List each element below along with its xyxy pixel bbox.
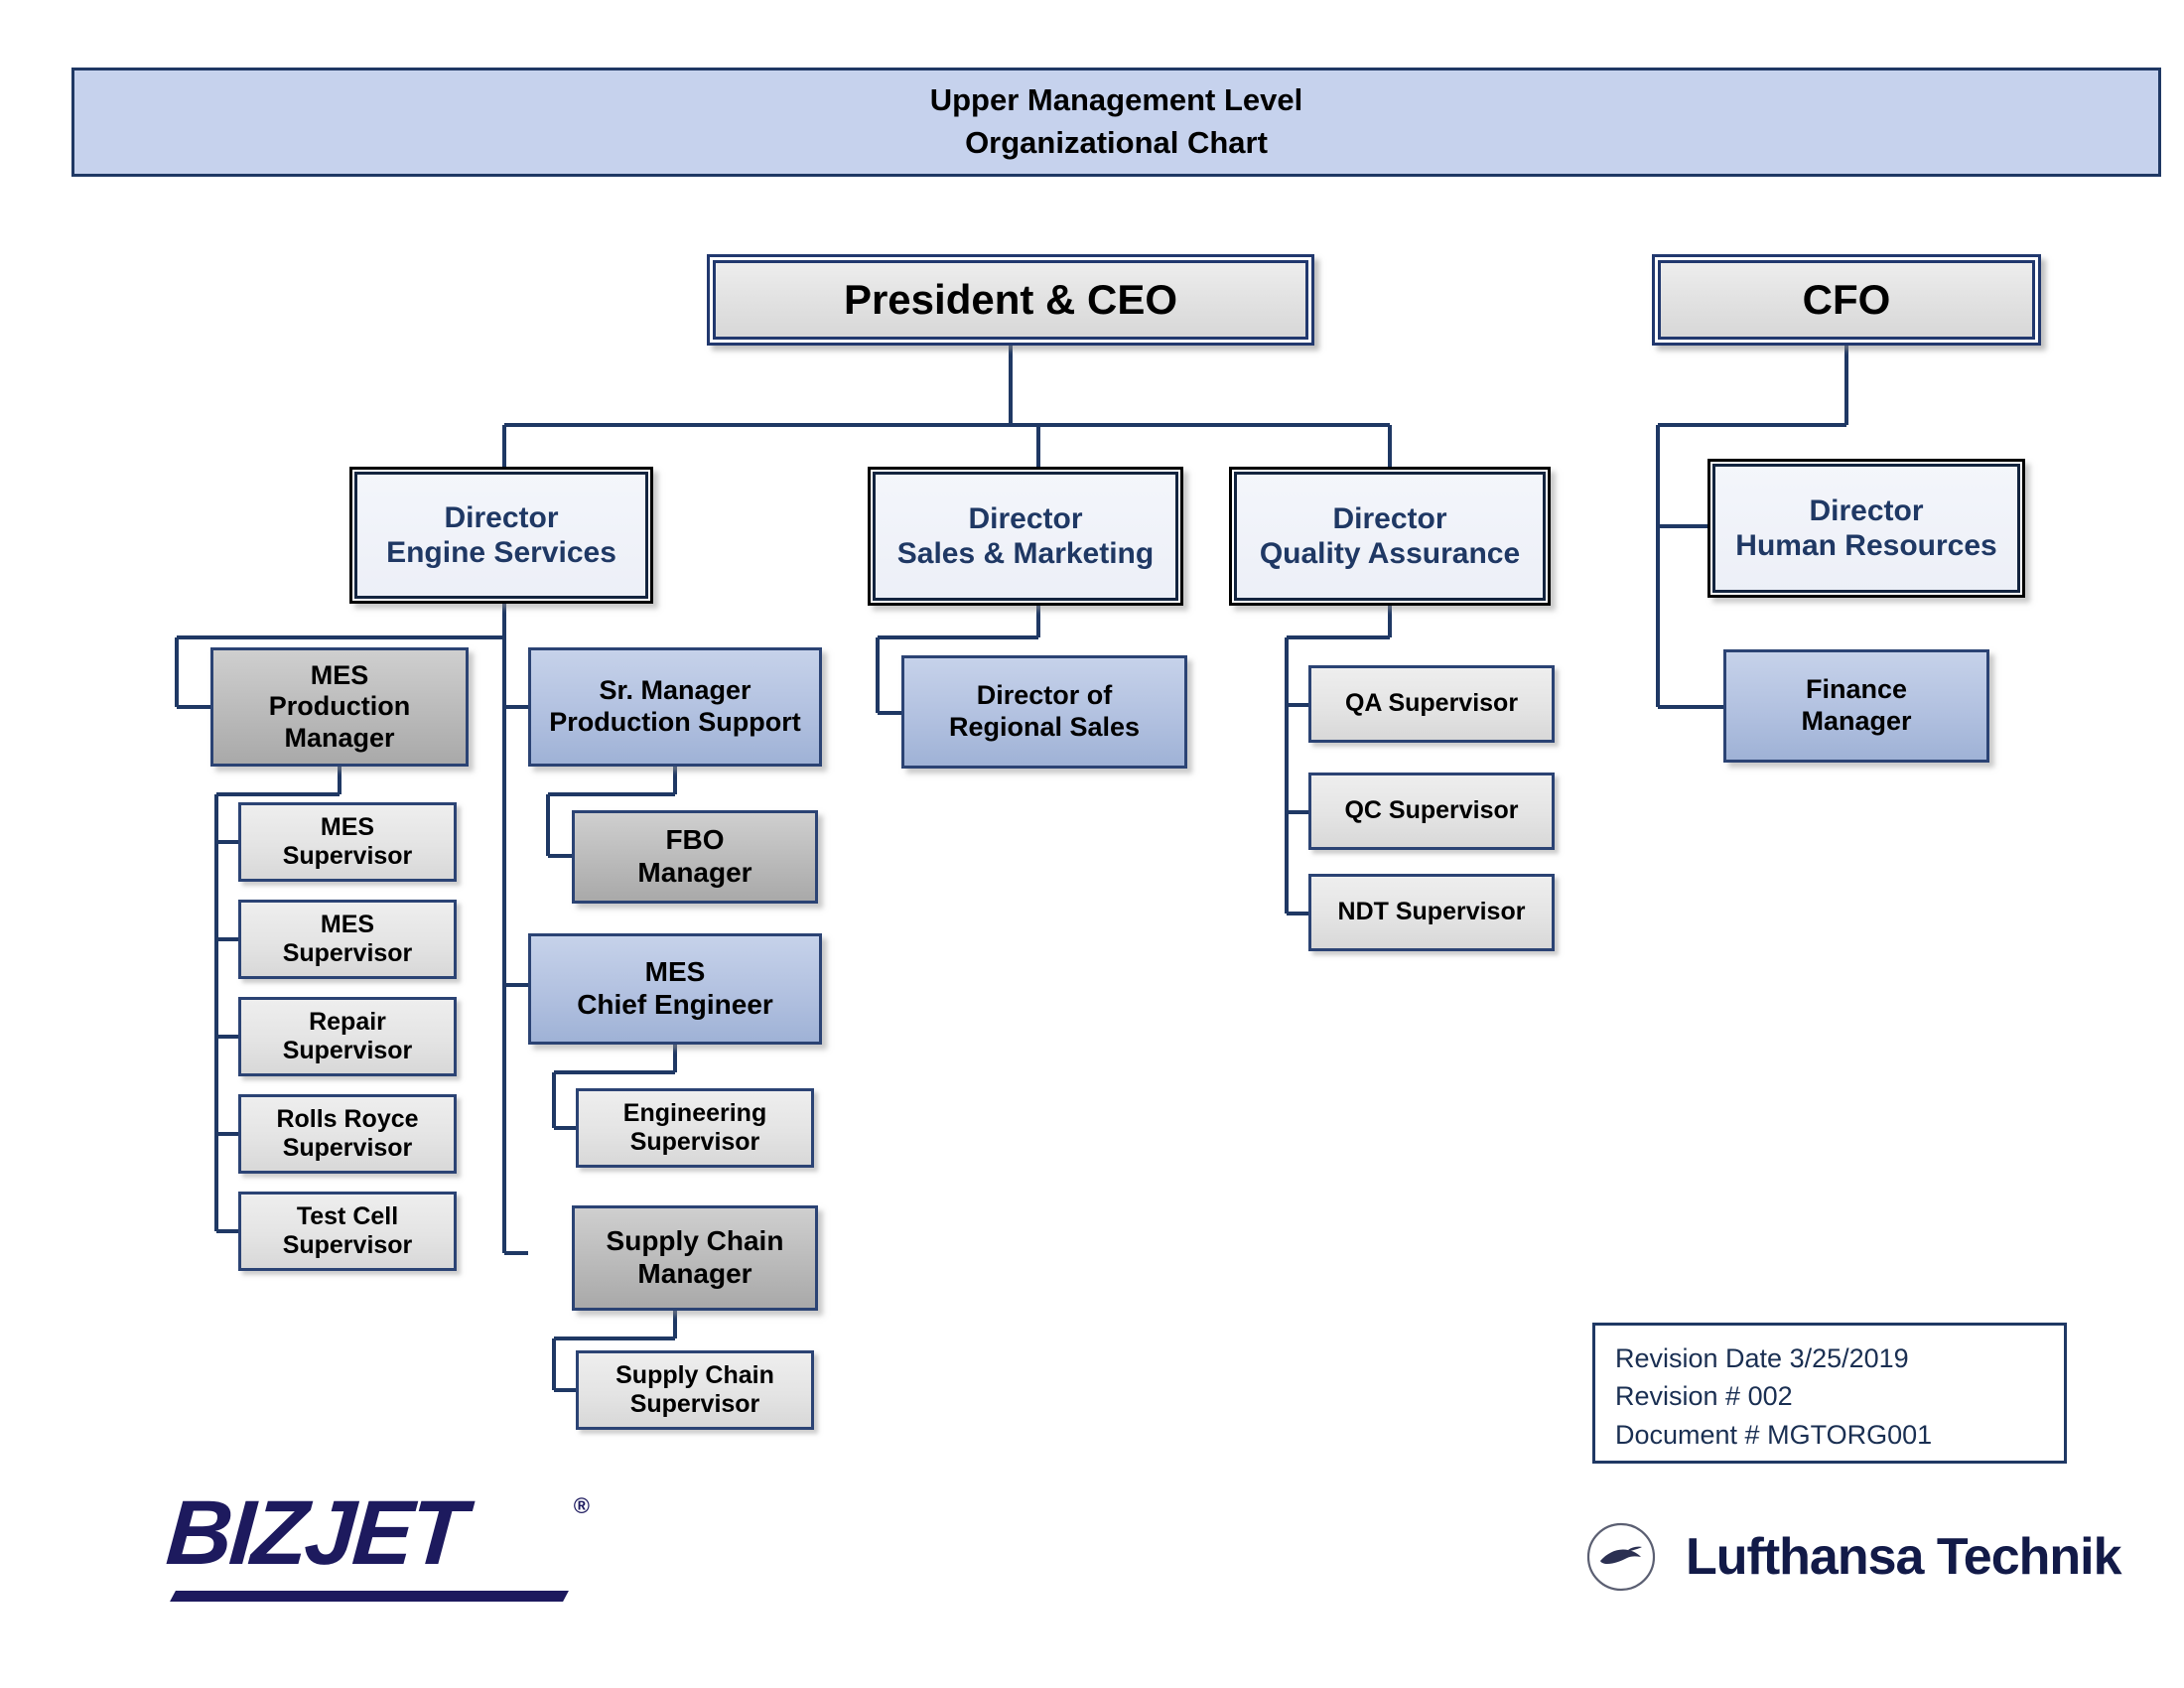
node-director-engine-services[interactable]: Director Engine Services [349,467,653,604]
revision-info-box: Revision Date 3/25/2019 Revision # 002 D… [1592,1323,2067,1464]
node-supply-chain-manager[interactable]: Supply Chain Manager [572,1205,818,1311]
node-label-line-2: Supervisor [629,1390,760,1418]
node-label-line-2: Supervisor [282,842,413,870]
banner-line-1: Upper Management Level [929,82,1303,118]
node-supply-chain-supervisor[interactable]: Supply Chain Supervisor [576,1350,814,1430]
node-label-line-1: Director [968,501,1083,535]
registered-trademark-icon: ® [573,1493,590,1518]
node-mes-supervisor-1[interactable]: MES Supervisor [238,802,457,882]
node-label-line-1: MES [320,812,375,841]
node-repair-supervisor[interactable]: Repair Supervisor [238,997,457,1076]
node-label: NDT Supervisor [1337,898,1526,926]
node-label: QA Supervisor [1344,689,1519,718]
node-label-line-1: Test Cell [296,1201,399,1230]
node-label-line-2: Supervisor [282,1134,413,1162]
node-mes-supervisor-2[interactable]: MES Supervisor [238,900,457,979]
node-label-line-2: Human Resources [1735,529,1997,562]
node-label-line-1: MES [310,659,369,690]
node-cfo[interactable]: CFO [1652,254,2041,346]
node-president-ceo[interactable]: President & CEO [707,254,1314,346]
node-finance-manager[interactable]: Finance Manager [1723,649,1989,763]
node-label-line-1: Sr. Manager [599,675,751,706]
node-label-line-2: Sales & Marketing [896,537,1155,570]
node-label-line-1: Finance [1805,674,1908,705]
lufthansa-crane-icon [1586,1522,1656,1592]
node-label-line-1: Rolls Royce [276,1104,419,1133]
node-label-line-2: Engine Services [386,536,616,569]
node-label-line-1: Director of [976,680,1113,711]
revision-date: Revision Date 3/25/2019 [1615,1343,1909,1373]
lufthansa-technik-logo: Lufthansa Technik [1584,1517,2122,1597]
banner-line-2: Organizational Chart [965,125,1268,160]
node-rolls-royce-supervisor[interactable]: Rolls Royce Supervisor [238,1094,457,1174]
page-title-banner: Upper Management Level Organizational Ch… [71,68,2161,177]
node-label-line-1: Director [444,500,559,534]
node-label-line-1: Supply Chain [615,1360,774,1389]
node-label: QC Supervisor [1344,796,1519,825]
node-label-line-2: Supervisor [282,1037,413,1064]
node-qc-supervisor[interactable]: QC Supervisor [1308,773,1555,850]
node-label-line-1: Director [1332,501,1447,535]
node-label-line-2: Chief Engineer [577,989,773,1020]
revision-number: Revision # 002 [1615,1381,1793,1412]
node-label-line-2: Manager [1801,706,1912,736]
node-director-regional-sales[interactable]: Director of Regional Sales [901,655,1187,769]
node-label: CFO [1802,276,1891,324]
node-label-line-1: Supply Chain [606,1225,784,1257]
node-label-line-2: Supervisor [282,1231,413,1259]
node-label-line-2: Supervisor [282,939,413,967]
node-label-line-1: Engineering [622,1098,767,1127]
bizjet-logo: BIZJET ® [163,1482,594,1607]
node-label-line-2: Manager [637,857,752,888]
document-number: Document # MGTORG001 [1615,1419,1933,1450]
node-label-line-2: Production [268,691,411,722]
node-label-line-1: MES [644,956,706,988]
node-label-line-2: Supervisor [629,1128,760,1156]
node-label-line-2: Manager [637,1258,752,1289]
node-test-cell-supervisor[interactable]: Test Cell Supervisor [238,1192,457,1271]
node-label-line-2: Production Support [549,707,801,737]
node-label-line-1: FBO [665,824,725,856]
bizjet-underline-bar [170,1591,569,1602]
node-label-line-2: Regional Sales [948,712,1141,742]
node-qa-supervisor[interactable]: QA Supervisor [1308,665,1555,743]
node-label-line-1: MES [320,910,375,938]
node-fbo-manager[interactable]: FBO Manager [572,810,818,904]
node-engineering-supervisor[interactable]: Engineering Supervisor [576,1088,814,1168]
node-label-line-2: Quality Assurance [1259,537,1521,570]
node-ndt-supervisor[interactable]: NDT Supervisor [1308,874,1555,951]
node-director-human-resources[interactable]: Director Human Resources [1707,459,2025,598]
lufthansa-wordmark: Lufthansa Technik [1686,1528,2122,1586]
bizjet-wordmark: BIZJET [163,1482,468,1584]
node-label-line-1: Director [1809,493,1924,527]
node-director-sales-marketing[interactable]: Director Sales & Marketing [868,467,1183,606]
node-label-line-3: Manager [284,722,395,753]
node-sr-manager-production-support[interactable]: Sr. Manager Production Support [528,647,822,767]
node-mes-production-manager[interactable]: MES Production Manager [210,647,469,767]
node-mes-chief-engineer[interactable]: MES Chief Engineer [528,933,822,1045]
node-director-quality-assurance[interactable]: Director Quality Assurance [1229,467,1551,606]
node-label-line-1: Repair [309,1007,386,1036]
node-label: President & CEO [843,276,1178,324]
